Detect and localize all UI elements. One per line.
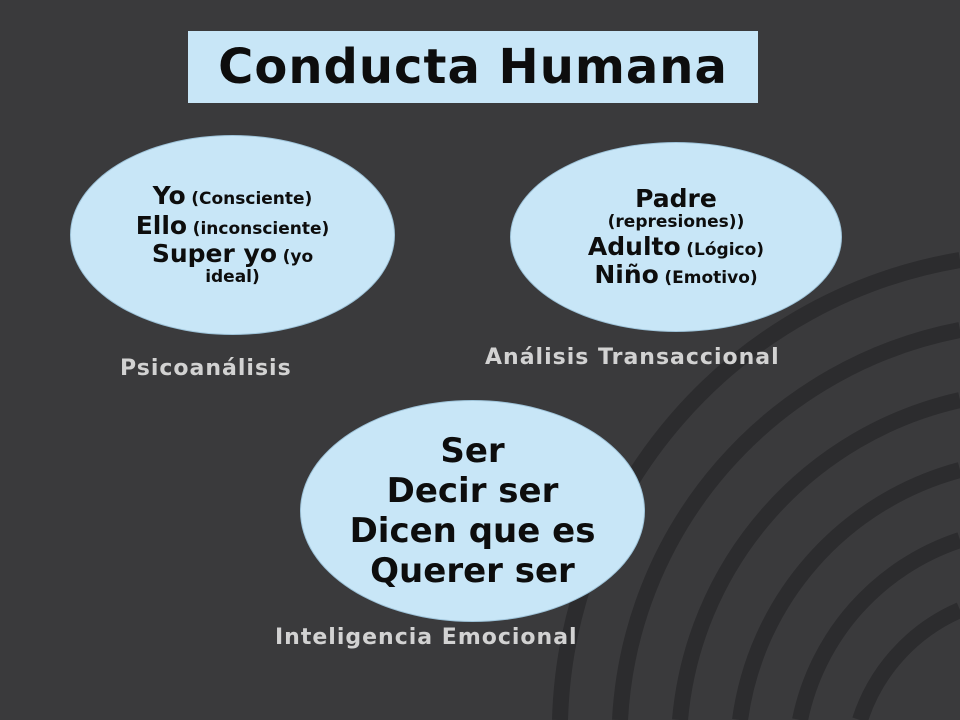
superyo-desc-a: (yo <box>282 247 314 268</box>
adulto-line: Adulto (Lógico) <box>587 231 765 261</box>
emocional-ellipse: Ser Decir ser Dicen que es Querer ser <box>300 400 645 622</box>
yo-desc: (Consciente) <box>191 189 313 210</box>
padre-desc: (represiones)) <box>607 212 745 233</box>
emocional-caption: Inteligencia Emocional <box>275 625 578 650</box>
nino-line: Niño (Emotivo) <box>594 259 758 289</box>
adulto-label: Adulto <box>587 231 681 261</box>
adulto-desc: (Lógico) <box>686 239 765 260</box>
transaccional-ellipse: Padre (represiones)) Adulto (Lógico) Niñ… <box>510 142 842 332</box>
ello-line: Ello (inconsciente) <box>136 212 330 240</box>
psicoanalisis-caption: Psicoanálisis <box>120 356 292 381</box>
yo-line: Yo (Consciente) <box>153 182 313 210</box>
padre-label: Padre <box>635 184 717 214</box>
superyo-desc-b: ideal) <box>205 267 260 288</box>
yo-label: Yo <box>152 181 186 211</box>
emocional-item-decir-ser: Decir ser <box>386 470 559 511</box>
page-title: Conducta Humana <box>188 31 758 103</box>
ello-label: Ello <box>135 211 188 241</box>
superyo-line: Super yo (yo <box>152 240 313 268</box>
ello-desc: (inconsciente) <box>192 219 330 240</box>
superyo-label: Super yo <box>151 239 278 269</box>
emocional-item-querer-ser: Querer ser <box>370 551 575 592</box>
transaccional-caption: Análisis Transaccional <box>485 345 780 370</box>
emocional-item-ser: Ser <box>440 430 505 471</box>
nino-label: Niño <box>594 259 659 289</box>
emocional-item-dicen-que-es: Dicen que es <box>349 511 596 551</box>
nino-desc: (Emotivo) <box>664 267 758 288</box>
psicoanalisis-ellipse: Yo (Consciente) Ello (inconsciente) Supe… <box>70 135 395 335</box>
